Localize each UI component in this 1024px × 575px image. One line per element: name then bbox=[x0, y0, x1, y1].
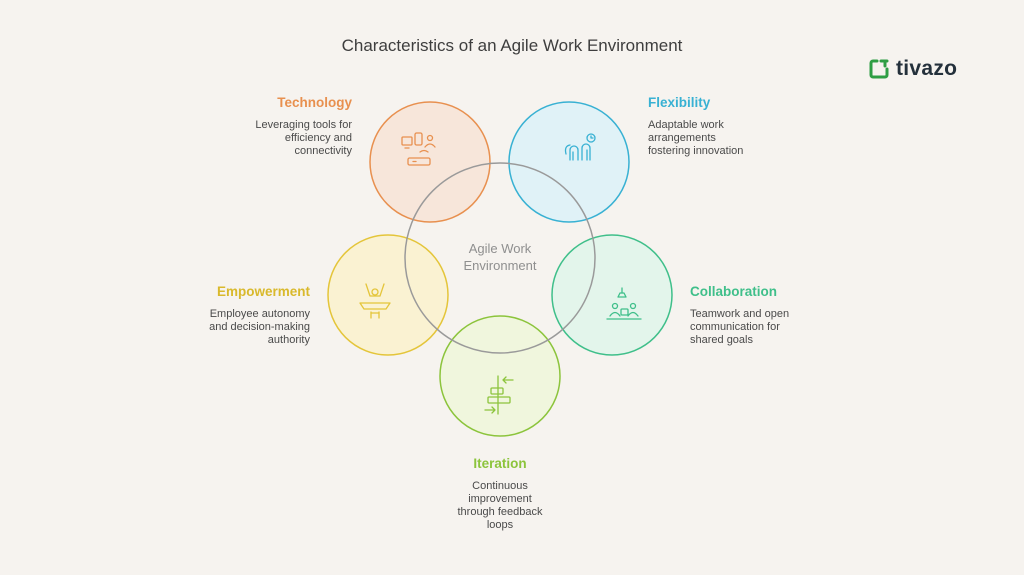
brand-logo: tivazo bbox=[868, 56, 957, 82]
circle-iteration bbox=[439, 315, 561, 437]
label-technology: Technology Leveraging tools for efficien… bbox=[222, 95, 352, 158]
page-title: Characteristics of an Agile Work Environ… bbox=[341, 36, 683, 55]
label-empowerment: Empowerment Employee autonomy and decisi… bbox=[180, 284, 310, 347]
label-technology-desc: Leveraging tools for efficiency and conn… bbox=[255, 119, 352, 157]
empowered-person-icon bbox=[359, 283, 391, 319]
brand-name: tivazo bbox=[896, 57, 958, 80]
team-desk-icon bbox=[606, 287, 642, 320]
feedback-loop-icon bbox=[484, 375, 514, 415]
circle-flexibility bbox=[508, 101, 630, 223]
label-iteration-desc: Continuous improvement through feedback … bbox=[457, 480, 543, 531]
label-empowerment-desc: Employee autonomy and decision-making au… bbox=[209, 308, 310, 346]
label-empowerment-title: Empowerment bbox=[216, 284, 310, 299]
circle-collaboration bbox=[551, 234, 673, 356]
center-circle bbox=[404, 162, 596, 354]
label-iteration-title: Iteration bbox=[473, 456, 527, 471]
circle-empowerment bbox=[327, 234, 449, 356]
label-flexibility-title: Flexibility bbox=[648, 95, 711, 110]
flexible-hands-icon bbox=[564, 133, 596, 161]
label-collaboration-desc: Teamwork and open communication for shar… bbox=[690, 308, 790, 346]
tivazo-logo-icon bbox=[869, 59, 889, 79]
label-collaboration-title: Collaboration bbox=[690, 284, 777, 299]
label-iteration: Iteration Continuous improvement through… bbox=[440, 456, 560, 532]
label-flexibility-desc: Adaptable work arrangements fostering in… bbox=[648, 119, 744, 157]
devices-icon bbox=[401, 132, 436, 166]
label-collaboration: Collaboration Teamwork and open communic… bbox=[690, 284, 820, 347]
center-label: Agile Work Environment bbox=[463, 241, 537, 273]
label-flexibility: Flexibility Adaptable work arrangements … bbox=[648, 95, 778, 158]
label-technology-title: Technology bbox=[277, 95, 352, 110]
